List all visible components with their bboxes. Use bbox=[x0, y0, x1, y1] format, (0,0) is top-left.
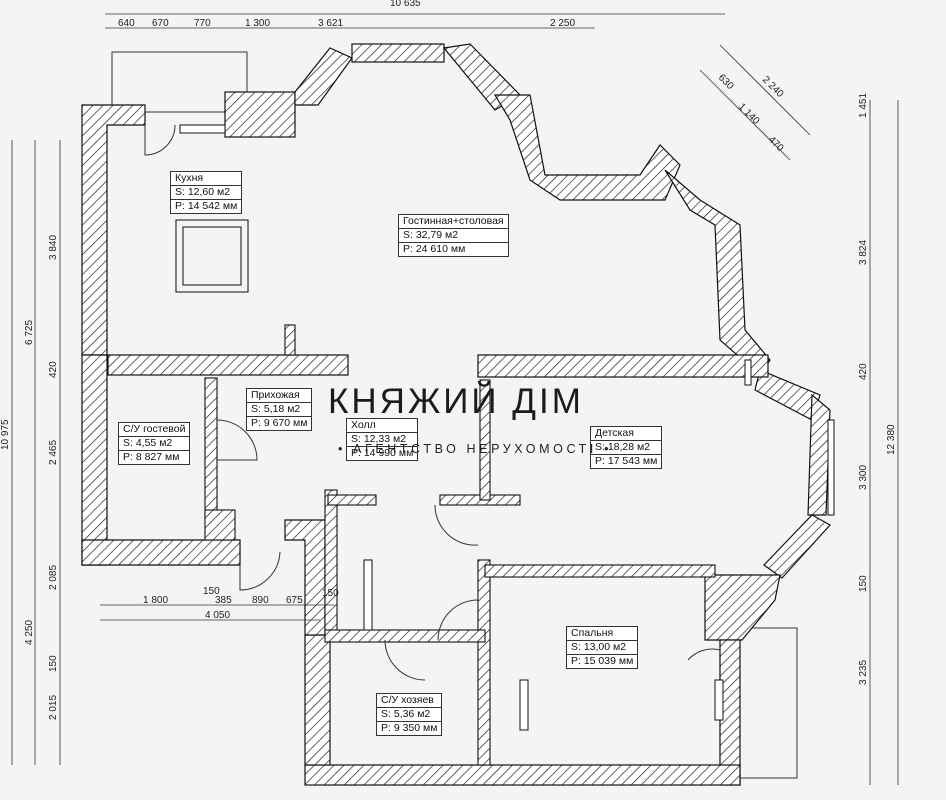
dim-left-outer: 10 975 bbox=[0, 419, 11, 450]
room-perimeter: P: 15 039 мм bbox=[567, 654, 638, 668]
dim-right: 420 bbox=[858, 363, 869, 380]
room-label-guest-bathroom: С/У гостевой S: 4,55 м2 P: 8 827 мм bbox=[118, 422, 191, 465]
room-name: С/У хозяев bbox=[381, 694, 434, 706]
watermark-brand: КНЯЖИЙ ДІМ bbox=[328, 382, 584, 421]
dim-top: 670 bbox=[152, 18, 169, 29]
exterior-walls bbox=[81, 43, 831, 786]
dim-right: 150 bbox=[858, 575, 869, 592]
dim-middle: 675 bbox=[286, 595, 303, 606]
dim-top: 640 bbox=[118, 18, 135, 29]
dim-middle: 150 bbox=[203, 586, 220, 597]
room-area: S: 13,00 м2 bbox=[567, 640, 638, 654]
dim-top: 3 621 bbox=[318, 18, 343, 29]
dim-left: 4 250 bbox=[24, 620, 35, 645]
room-perimeter: P: 9 670 мм bbox=[247, 416, 312, 430]
dim-left: 2 465 bbox=[48, 440, 59, 465]
room-perimeter: P: 24 610 мм bbox=[399, 242, 508, 256]
dim-middle: 385 bbox=[215, 595, 232, 606]
room-area: S: 5,36 м2 bbox=[377, 707, 442, 721]
room-label-hallway: Прихожая S: 5,18 м2 P: 9 670 мм bbox=[246, 388, 313, 431]
dim-top: 2 250 bbox=[550, 18, 575, 29]
kitchen-fixture bbox=[175, 219, 249, 293]
dim-middle: 4 050 bbox=[205, 610, 230, 621]
doors bbox=[144, 124, 721, 681]
dim-left: 2 085 bbox=[48, 565, 59, 590]
room-area: S: 12,33 м2 bbox=[347, 432, 418, 446]
room-label-bedroom: Спальня S: 13,00 м2 P: 15 039 мм bbox=[566, 626, 639, 669]
room-label-kids-room: Детская S: 18,28 м2 P: 17 543 мм bbox=[590, 426, 663, 469]
watermark-tagline: • АГЕНТСТВО НЕРУХОМОСТІ • bbox=[338, 442, 613, 456]
dim-middle: 890 bbox=[252, 595, 269, 606]
dim-left: 150 bbox=[48, 655, 59, 672]
dim-bay: 470 bbox=[766, 134, 786, 154]
room-name: Прихожая bbox=[251, 389, 300, 401]
dim-right: 3 235 bbox=[858, 660, 869, 685]
room-name: Детская bbox=[595, 427, 634, 439]
room-name: С/У гостевой bbox=[123, 423, 186, 435]
interior-walls bbox=[204, 324, 716, 766]
dim-bay: 2 240 bbox=[760, 74, 786, 100]
room-name: Спальня bbox=[571, 627, 614, 639]
dim-top-total: 10 635 bbox=[390, 0, 421, 9]
room-perimeter: P: 17 543 мм bbox=[591, 454, 662, 468]
dimension-lines bbox=[11, 13, 899, 785]
room-name: Холл bbox=[351, 419, 376, 431]
dim-bay: 1 140 bbox=[736, 101, 762, 127]
dim-right: 1 451 bbox=[858, 93, 869, 118]
dim-right: 3 300 bbox=[858, 465, 869, 490]
room-label-living-dining: Гостинная+столовая S: 32,79 м2 P: 24 610… bbox=[398, 214, 509, 257]
dim-top: 770 bbox=[194, 18, 211, 29]
dim-left: 3 840 bbox=[48, 235, 59, 260]
room-perimeter: P: 14 990 мм bbox=[347, 446, 418, 460]
windows bbox=[179, 124, 835, 731]
room-area: S: 12,60 м2 bbox=[171, 185, 242, 199]
dim-right: 12 380 bbox=[886, 424, 897, 455]
room-label-hall: Холл S: 12,33 м2 P: 14 990 мм bbox=[346, 418, 419, 461]
dim-left: 2 015 bbox=[48, 695, 59, 720]
room-name: Гостинная+столовая bbox=[403, 215, 504, 227]
room-name: Кухня bbox=[175, 172, 204, 184]
dim-middle: 150 bbox=[322, 588, 339, 599]
room-perimeter: P: 14 542 мм bbox=[171, 199, 242, 213]
dim-left: 6 725 bbox=[24, 320, 35, 345]
room-perimeter: P: 9 350 мм bbox=[377, 721, 442, 735]
room-area: S: 32,79 м2 bbox=[399, 228, 508, 242]
dim-top: 1 300 bbox=[245, 18, 270, 29]
dim-middle: 1 800 bbox=[143, 595, 168, 606]
dim-right: 3 824 bbox=[858, 240, 869, 265]
room-area: S: 18,28 м2 bbox=[591, 440, 662, 454]
room-label-kitchen: Кухня S: 12,60 м2 P: 14 542 мм bbox=[170, 171, 243, 214]
room-perimeter: P: 8 827 мм bbox=[119, 450, 190, 464]
dim-left: 420 bbox=[48, 361, 59, 378]
room-area: S: 4,55 м2 bbox=[119, 436, 190, 450]
room-area: S: 5,18 м2 bbox=[247, 402, 312, 416]
room-label-master-bathroom: С/У хозяев S: 5,36 м2 P: 9 350 мм bbox=[376, 693, 443, 736]
